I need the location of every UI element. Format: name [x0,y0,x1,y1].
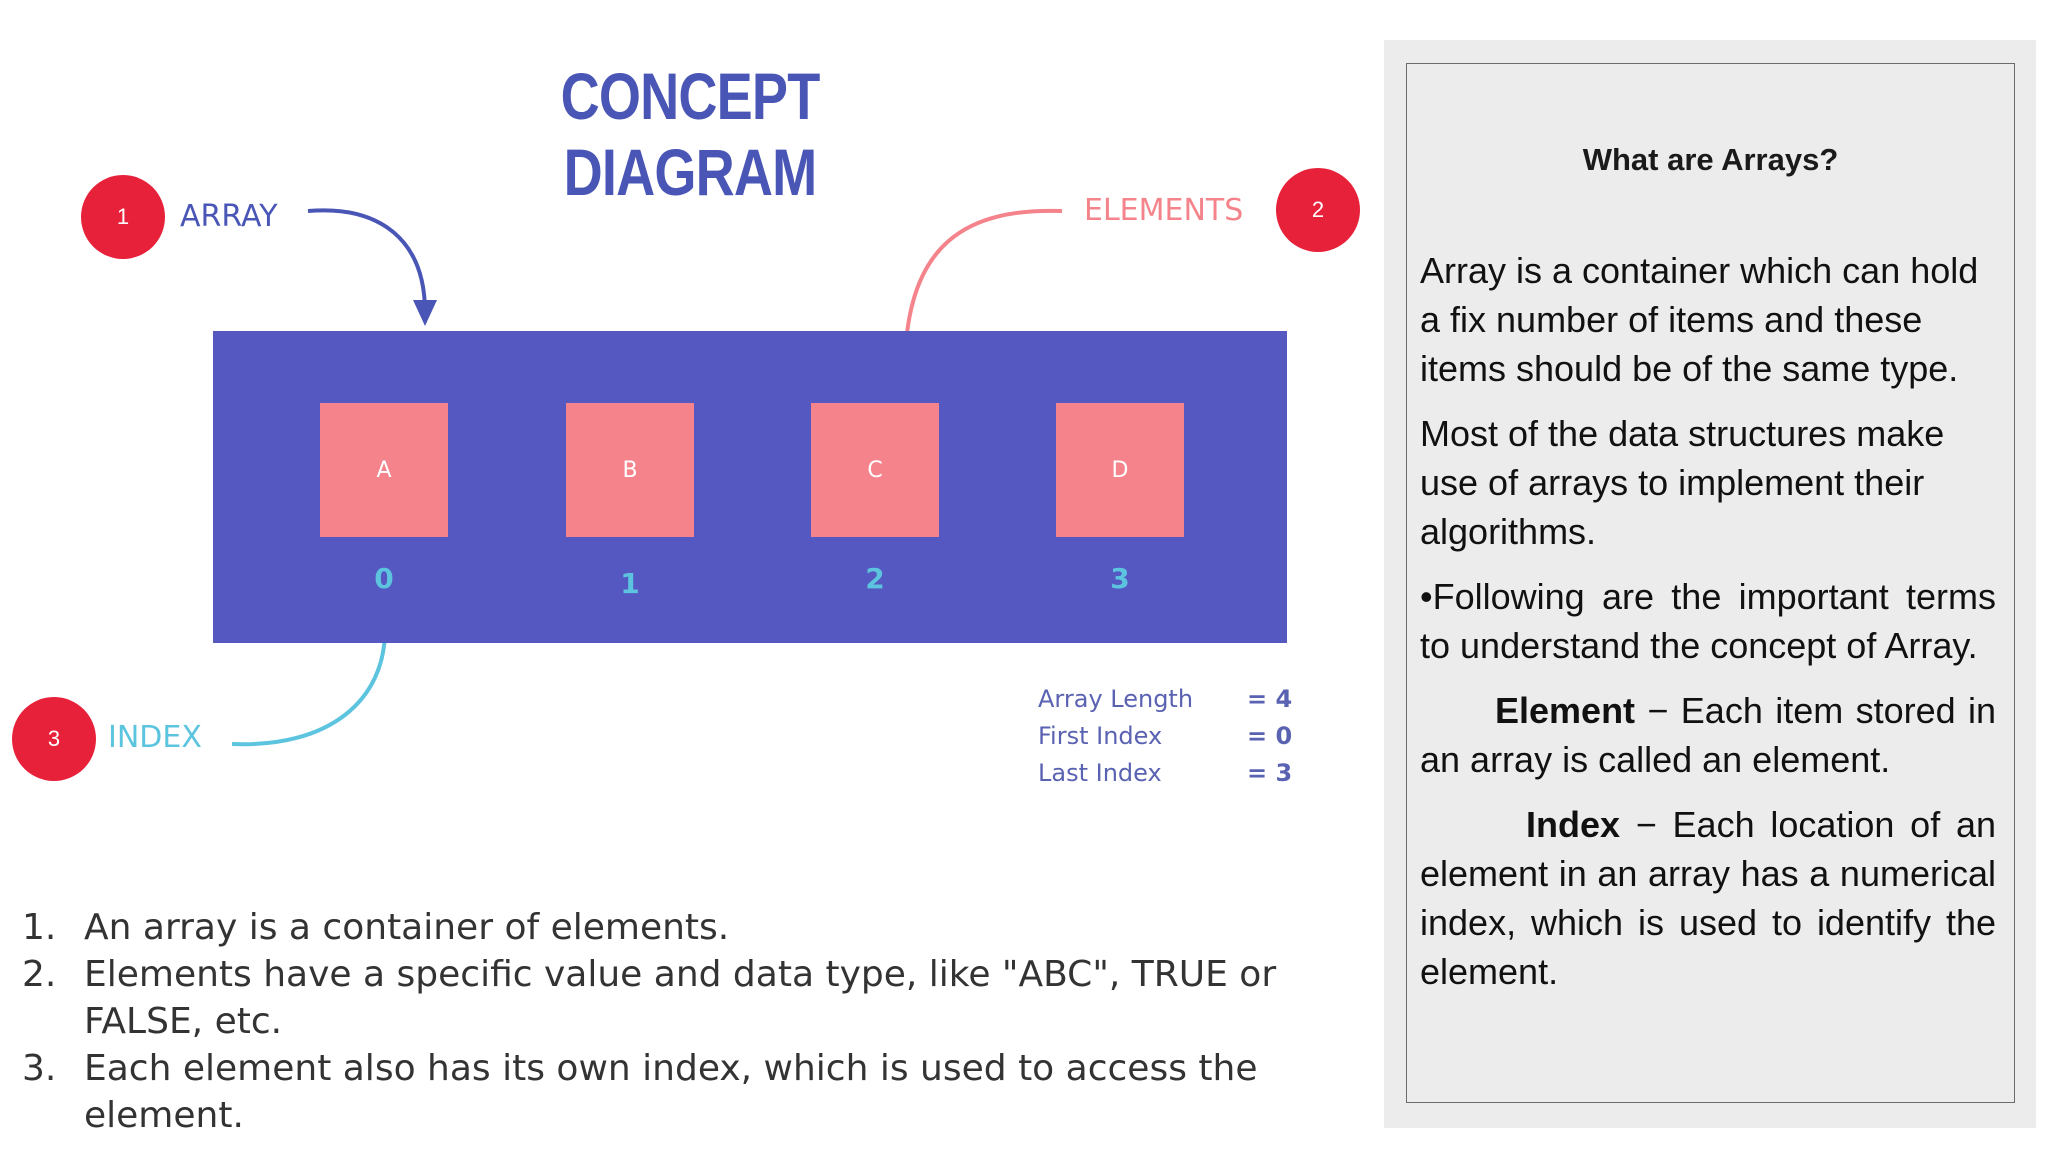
array-index-2: 2 [865,562,885,595]
array-index-3: 3 [1110,562,1130,595]
array-cell-a: A [320,403,448,537]
side-panel-box [1406,63,2015,1103]
array-cell-d: D [1056,403,1184,537]
stat-value-last-index: = 3 [1247,759,1293,787]
array-cell-b: B [566,403,694,537]
term-index-label: Index [1526,804,1621,845]
stat-label-length: Array Length [1038,685,1194,713]
panel-term-element: Element − Each item stored in an array i… [1420,686,1996,784]
panel-body: Array is a container which can hold a fi… [1420,246,1996,1012]
summary-list: 1. An array is a container of elements. … [22,904,1342,1139]
list-item-number: 3. [22,1048,57,1089]
list-item: 3. Each element also has its own index, … [22,1045,1342,1139]
array-cell-c: C [811,403,939,537]
panel-paragraph-usage: Most of the data structures make use of … [1420,413,1945,552]
term-element-label: Element [1495,690,1636,731]
stat-value-first-index: = 0 [1247,722,1293,750]
stat-label-last-index: Last Index [1038,759,1162,787]
callout-badge-3: 3 [12,697,96,781]
array-index-1: 1 [620,567,640,600]
term-index-definition: − Each location of an element in an arra… [1420,804,1996,992]
callout-badge-2: 2 [1276,168,1360,252]
stat-value-length: = 4 [1247,685,1293,713]
callout-badge-1: 1 [81,175,165,259]
callout-label-index: INDEX [108,720,202,755]
list-item-text: An array is a container of elements. [84,907,730,948]
stat-label-first-index: First Index [1038,722,1163,750]
list-item: 1. An array is a container of elements. [22,904,1342,951]
callout-label-elements: ELEMENTS [1084,193,1244,228]
panel-paragraph-terms: •Following are the important terms to un… [1420,576,1996,666]
list-item-number: 1. [22,907,57,948]
term-element-definition: − Each item stored in an array is called… [1420,690,1996,780]
list-item-text: Each element also has its own index, whi… [84,1048,1258,1136]
list-item-text: Elements have a specific value and data … [84,954,1277,1042]
list-item-number: 2. [22,954,57,995]
list-item: 2. Elements have a specific value and da… [22,951,1342,1045]
callout-label-array: ARRAY [180,199,278,234]
array-index-0: 0 [374,562,394,595]
panel-title: What are Arrays? [1582,142,1839,177]
panel-paragraph-definition: Array is a container which can hold a fi… [1420,250,1979,389]
array-arrow [307,208,437,326]
diagram-title: CONCEPT DIAGRAM [560,59,821,209]
panel-term-index: Index − Each location of an element in a… [1420,800,1996,996]
